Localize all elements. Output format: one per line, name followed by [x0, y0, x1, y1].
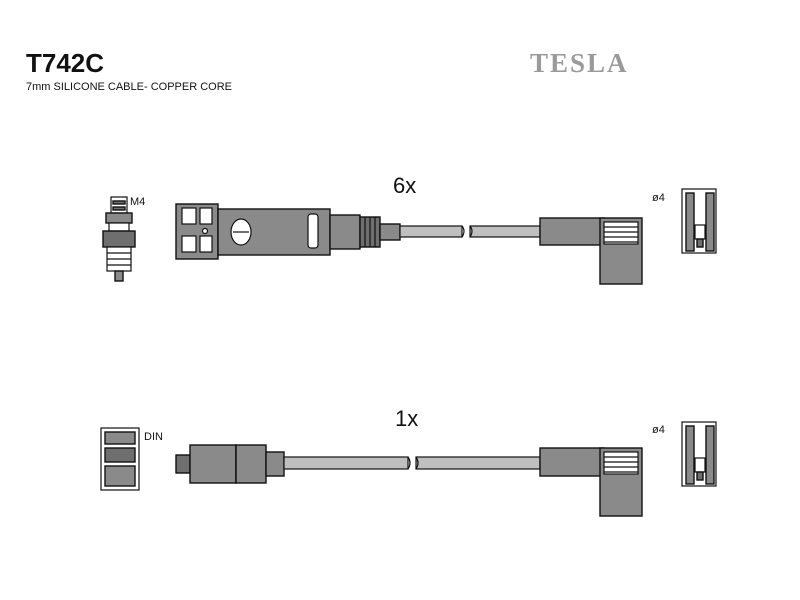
cable-assembly-6x: 6x M4 [102, 173, 717, 285]
brand-logo: TESLA [530, 48, 629, 78]
quantity-label: 1x [395, 406, 418, 431]
terminal-diameter-label: ø4 [652, 192, 665, 204]
terminal-socket-icon [681, 421, 717, 487]
quantity-label: 6x [393, 173, 416, 198]
straight-connector [175, 444, 285, 484]
cable-description: 7mm SILICONE CABLE- COPPER CORE [26, 81, 232, 93]
ignition-wire [283, 456, 541, 470]
terminal-socket-icon [681, 188, 717, 254]
part-number-title: T742C [26, 48, 104, 78]
din-terminal-icon [100, 427, 140, 491]
angled-boot-connector [539, 217, 643, 285]
cable-assembly-1x: 1x DIN [100, 406, 717, 517]
terminal-diameter-label: ø4 [652, 424, 665, 436]
spark-plug-thread-label: M4 [130, 196, 145, 208]
spark-plug-icon [102, 196, 136, 282]
ignition-wire [399, 225, 541, 238]
din-label: DIN [144, 431, 163, 443]
plug-connector [175, 203, 401, 260]
angled-boot-connector [539, 447, 643, 517]
